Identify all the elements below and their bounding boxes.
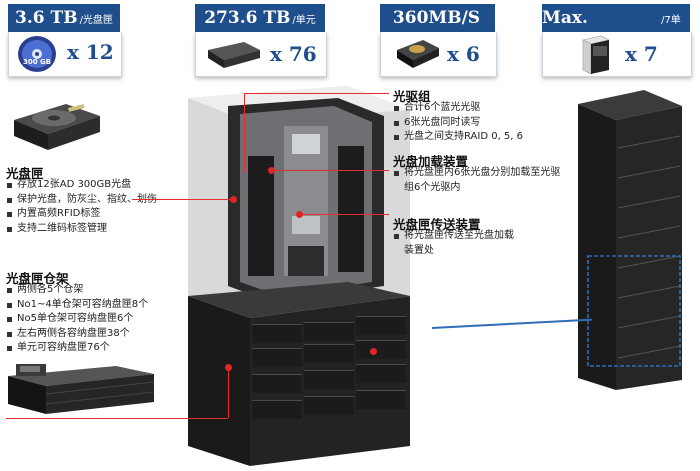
stat-value: 3.6 TB xyxy=(15,8,78,28)
callout-line-drive-group xyxy=(244,93,389,94)
cabinet-slot xyxy=(252,324,302,343)
list-item: 左右两侧各容纳盘匣38个 xyxy=(6,327,148,342)
callout-dot-magazine xyxy=(230,196,237,203)
cabinet-slot xyxy=(304,344,354,363)
stat-value: 360MB/S xyxy=(392,8,481,28)
cabinet-slot xyxy=(252,348,302,367)
list-item: 保护光盘，防灰尘、指纹、划伤 xyxy=(6,193,157,208)
list-item: 6张光盘同时读写 xyxy=(393,116,523,131)
cabinet-slot xyxy=(252,400,302,419)
cabinet-slot xyxy=(304,396,354,415)
transfer-feature-list: 将光盘匣传送至光盘加载装置处 xyxy=(393,229,523,258)
stat-multiplier: x 12 xyxy=(67,40,114,64)
stat-unit: /单元 xyxy=(292,15,316,26)
list-item: 内置高频RFID标签 xyxy=(6,207,157,222)
disc-capacity-label: 300 GB xyxy=(23,58,52,66)
stat-banner-throughput: 360MB/S xyxy=(380,4,495,32)
full-rack-image xyxy=(578,90,682,390)
cabinet-slot xyxy=(304,370,354,389)
list-item: No5单仓架可容纳盘匣6个 xyxy=(6,312,148,327)
list-item: 将光盘匣内6张光盘分别加载至光驱组6个光驱内 xyxy=(393,166,563,195)
library-unit-cutaway xyxy=(188,86,410,466)
stat-multiplier: x 76 xyxy=(270,42,317,66)
list-item: 单元可容纳盘匣76个 xyxy=(6,341,148,356)
list-item: 支持二维码标签管理 xyxy=(6,222,157,237)
disc-magazine-image xyxy=(14,104,100,150)
callout-dot-loader xyxy=(268,167,275,174)
drive-group-title: 光驱组 xyxy=(393,89,431,104)
callout-line-drive-group-vertical xyxy=(244,93,245,173)
stat-box-capacity-per-unit: x 76 xyxy=(195,32,327,77)
stat-unit: /光盘匣 xyxy=(79,15,113,26)
callout-dot-shelf xyxy=(225,364,232,371)
stat-banner-max-capacity: Max. 1.92PB /7单元 xyxy=(542,4,690,56)
optical-drive-icon xyxy=(397,40,439,68)
cabinet-slot xyxy=(252,374,302,393)
shelf-title: 光盘匣仓架 xyxy=(6,271,69,286)
rack-link-line xyxy=(431,318,592,329)
optical-disc-icon xyxy=(18,36,56,72)
stat-multiplier: x 7 xyxy=(625,42,658,66)
shelf-feature-list: 两侧各5个仓架 No1~4单仓架可容纳盘匣8个 No5单仓架可容纳盘匣6个 左右… xyxy=(6,283,148,356)
stat-banner-capacity-per-magazine: 3.6 TB /光盘匣 xyxy=(8,4,120,32)
loader-title: 光盘加载装置 xyxy=(393,154,469,169)
callout-line-transfer xyxy=(300,214,389,215)
magazine-shelf-image xyxy=(8,364,155,414)
library-unit-icon xyxy=(582,35,610,75)
list-item: 存放12张AD 300GB光盘 xyxy=(6,178,157,193)
callout-line-shelf xyxy=(6,418,228,419)
cabinet-slot xyxy=(304,322,354,341)
transfer-title: 光盘匣传送装置 xyxy=(393,217,481,232)
list-item: 两侧各5个仓架 xyxy=(6,283,148,298)
callout-dot-shelf-right xyxy=(370,348,377,355)
list-item: 将光盘匣传送至光盘加载装置处 xyxy=(393,229,523,258)
cabinet-slot xyxy=(356,340,406,359)
callout-dot-transfer xyxy=(296,211,303,218)
stat-box-capacity-per-magazine: 300 GB x 12 xyxy=(8,32,122,77)
cabinet-slot xyxy=(356,390,406,409)
drive-group-feature-list: 合计6个蓝光光驱 6张光盘同时读写 光盘之间支持RAID 0, 5, 6 xyxy=(393,101,523,145)
cabinet-slot xyxy=(356,364,406,383)
list-item: 光盘之间支持RAID 0, 5, 6 xyxy=(393,130,523,145)
callout-line-loader xyxy=(272,170,389,171)
loader-feature-list: 将光盘匣内6张光盘分别加载至光驱组6个光驱内 xyxy=(393,166,563,195)
magazine-feature-list: 存放12张AD 300GB光盘 保护光盘，防灰尘、指纹、划伤 内置高频RFID标… xyxy=(6,178,157,236)
stat-box-max-capacity: x 7 xyxy=(542,32,692,77)
list-item: No1~4单仓架可容纳盘匣8个 xyxy=(6,298,148,313)
callout-line-magazine xyxy=(132,199,232,200)
callout-line-shelf-vertical xyxy=(228,368,229,418)
disc-magazine-icon xyxy=(208,42,260,68)
stat-banner-capacity-per-unit: 273.6 TB /单元 xyxy=(195,4,325,32)
magazine-title: 光盘匣 xyxy=(6,166,44,181)
stat-multiplier: x 6 xyxy=(447,42,480,66)
stat-value: 273.6 TB xyxy=(204,8,291,28)
stat-box-throughput: x 6 xyxy=(380,32,497,77)
library-unit-illustration xyxy=(188,86,410,466)
list-item: 合计6个蓝光光驱 xyxy=(393,101,523,116)
cabinet-slot xyxy=(356,316,406,335)
